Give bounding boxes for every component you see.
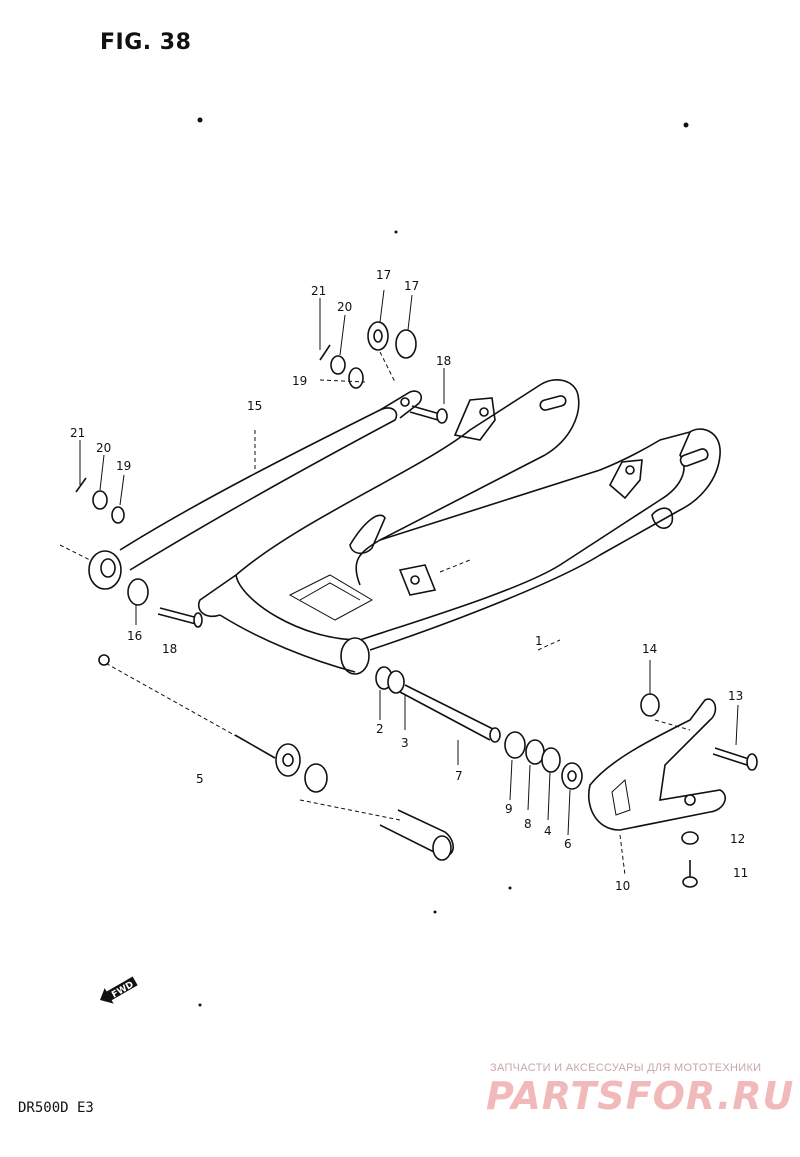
label-part-2: 2: [376, 722, 384, 736]
label-part-19-upper: 19: [292, 374, 307, 388]
label-part-16: 16: [127, 629, 142, 643]
pivot-axle: [399, 684, 501, 743]
label-part-20-upper: 20: [337, 300, 352, 314]
cushion-lever-link: [88, 390, 422, 590]
label-part-21-upper: 21: [311, 284, 326, 298]
label-part-20-left: 20: [96, 441, 111, 455]
label-part-4: 4: [544, 824, 552, 838]
bushings-washers: [75, 321, 758, 888]
fwd-arrow: FWD: [100, 976, 138, 1004]
label-part-21-left: 21: [70, 426, 85, 440]
label-part-3: 3: [401, 736, 409, 750]
label-part-13: 13: [728, 689, 743, 703]
pivot-shaft: [98, 654, 276, 759]
label-part-5: 5: [196, 772, 204, 786]
label-part-15: 15: [247, 399, 262, 413]
label-part-12: 12: [730, 832, 745, 846]
label-part-7: 7: [455, 769, 463, 783]
label-part-18-lower: 18: [162, 642, 177, 656]
leader-lines: [79, 289, 739, 836]
watermark-tagline: ЗАПЧАСТИ И АКСЕССУАРЫ ДЛЯ МОТОТЕХНИКИ: [490, 1062, 762, 1074]
label-part-19-left: 19: [116, 459, 131, 473]
torque-link-arm: [588, 698, 726, 831]
label-part-14: 14: [642, 642, 657, 656]
figure-title: FIG. 38: [100, 30, 192, 55]
label-part-8: 8: [524, 817, 532, 831]
label-part-11: 11: [733, 866, 748, 880]
watermark-brand: PARTSFOR.RU: [486, 1074, 795, 1118]
label-part-6: 6: [564, 837, 572, 851]
model-code: DR500D E3: [18, 1100, 94, 1116]
label-part-10: 10: [615, 879, 630, 893]
label-part-1: 1: [535, 634, 543, 648]
label-part-9: 9: [505, 802, 513, 816]
swingarm-body: [198, 379, 721, 675]
label-part-17-right: 17: [404, 279, 419, 293]
scan-specks: [197, 117, 689, 1007]
label-part-17-left: 17: [376, 268, 391, 282]
part-labels: 1 2 3 4 5 6 7 8 9 10 11 12 13 14 15 16 1…: [70, 268, 748, 893]
label-part-18-upper: 18: [436, 354, 451, 368]
assembly-lines: [59, 351, 691, 876]
